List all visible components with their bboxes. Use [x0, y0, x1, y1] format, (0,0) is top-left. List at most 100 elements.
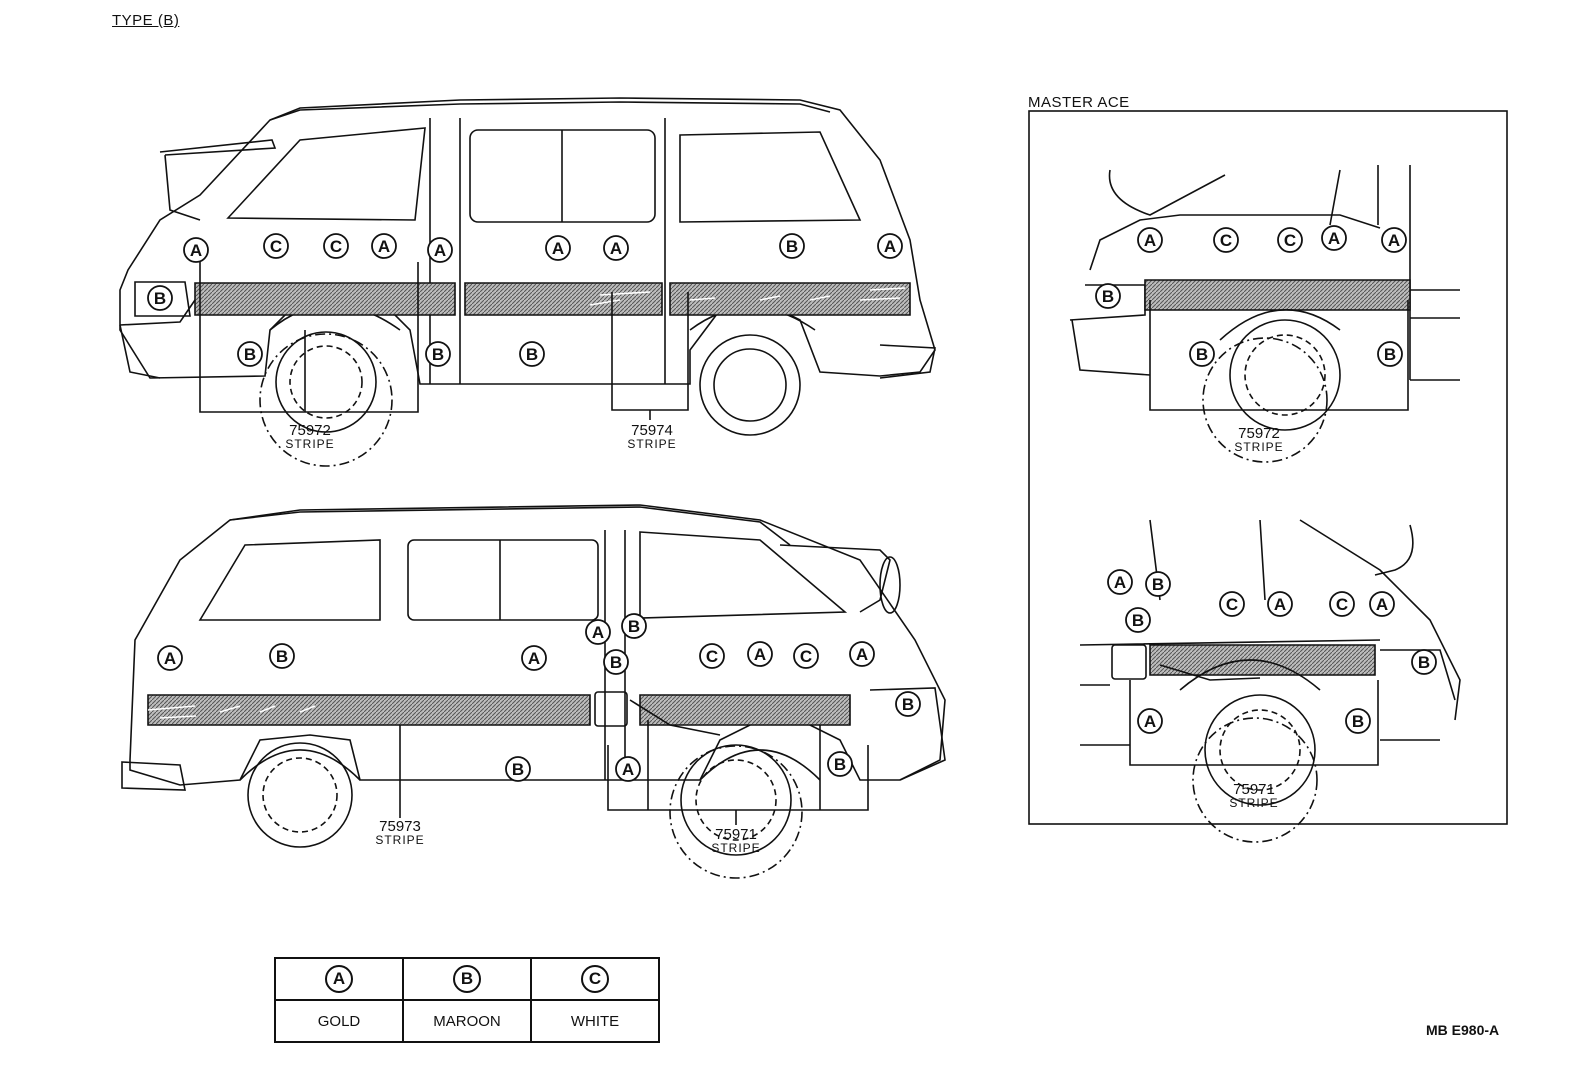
callout-circle-a [521, 645, 547, 671]
callout-circle-a [1381, 227, 1407, 253]
part-number: 75973 [379, 818, 421, 835]
callout-circle-c [323, 233, 349, 259]
callout-circle-b [827, 751, 853, 777]
inset-master-ace [1028, 110, 1508, 843]
callout-letter-a: A [1114, 573, 1126, 592]
callout-circle-a [157, 645, 183, 671]
callout-circle-a [371, 233, 397, 259]
callout-circle-b [505, 756, 531, 782]
callout-circle-b [1411, 649, 1437, 675]
part-label-75972-inset: 75972 STRIPE [1219, 426, 1299, 453]
legend-code-b: B [453, 965, 481, 993]
callout-circle-a [183, 237, 209, 263]
callout-letter-a: A [378, 237, 390, 256]
callout-letter-a: A [1388, 231, 1400, 250]
part-number: 75971 [1233, 781, 1275, 798]
van-left-side-view [119, 97, 936, 467]
callout-circle-b [895, 691, 921, 717]
callout-circle-c [1277, 227, 1303, 253]
callout-letter-b: B [1352, 712, 1364, 731]
callout-circle-a [1107, 569, 1133, 595]
callout-letter-b: B [628, 617, 640, 636]
callout-circle-a [427, 237, 453, 263]
legend-code-c: C [581, 965, 609, 993]
legend-color-white: WHITE [530, 999, 660, 1043]
part-name: STRIPE [711, 841, 761, 855]
callout-circle-b [1189, 341, 1215, 367]
callout-letter-b: B [276, 647, 288, 666]
callout-letter-b: B [512, 760, 524, 779]
callout-letter-b: B [1152, 575, 1164, 594]
callout-circle-a [747, 641, 773, 667]
part-name: STRIPE [1234, 440, 1284, 454]
callout-letter-c: C [706, 647, 718, 666]
callout-circle-c [1219, 591, 1245, 617]
callout-circle-a [1137, 708, 1163, 734]
callout-letter-b: B [526, 345, 538, 364]
callout-letter-a: A [754, 645, 766, 664]
legend-color-gold: GOLD [274, 999, 404, 1043]
callout-circle-a [585, 619, 611, 645]
callout-circle-a [1369, 591, 1395, 617]
callout-circle-b [425, 341, 451, 367]
part-name: STRIPE [375, 833, 425, 847]
callout-circle-b [147, 285, 173, 311]
callout-circle-c [793, 643, 819, 669]
callout-circle-a [849, 641, 875, 667]
part-name: STRIPE [285, 437, 335, 451]
callout-circle-b [519, 341, 545, 367]
callout-circle-b [1095, 283, 1121, 309]
callout-circle-b [603, 649, 629, 675]
part-number: 75972 [289, 422, 331, 439]
callout-letter-b: B [154, 289, 166, 308]
callout-circle-a [1321, 225, 1347, 251]
part-label-75971-inset: 75971 STRIPE [1214, 782, 1294, 809]
callout-letter-c: C [270, 237, 282, 256]
callout-letter-c: C [1220, 231, 1232, 250]
callout-letter-b: B [610, 653, 622, 672]
callout-letter-b: B [244, 345, 256, 364]
callout-letter-a: A [622, 760, 634, 779]
part-label-75973: 75973 STRIPE [360, 819, 440, 846]
callout-circle-b [269, 643, 295, 669]
callout-letter-a: A [1274, 595, 1286, 614]
page-title: TYPE (B) [112, 12, 180, 29]
callout-letter-b: B [1418, 653, 1430, 672]
legend-color-maroon: MAROON [402, 999, 532, 1043]
callout-letter-b: B [1102, 287, 1114, 306]
legend-code-cell: A [274, 957, 404, 1001]
callout-circle-b [1125, 607, 1151, 633]
callout-circle-b [1145, 571, 1171, 597]
part-name: STRIPE [1229, 796, 1279, 810]
part-label-75972-main: 75972 STRIPE [270, 423, 350, 450]
part-number: 75971 [715, 826, 757, 843]
callout-circle-b [1377, 341, 1403, 367]
callout-circle-a [545, 235, 571, 261]
callout-letter-a: A [1376, 595, 1388, 614]
color-legend-table: A B C GOLD MAROON WHITE [274, 957, 660, 1043]
callout-circle-b [779, 233, 805, 259]
callout-circle-a [877, 233, 903, 259]
legend-code-row: A B C [274, 957, 660, 1001]
callout-circle-c [1213, 227, 1239, 253]
callout-letter-b: B [1196, 345, 1208, 364]
callout-letter-b: B [1384, 345, 1396, 364]
callout-circle-c [699, 643, 725, 669]
callout-circle-b [621, 613, 647, 639]
document-id: MB E980-A [1426, 1022, 1500, 1038]
legend-color-row: GOLD MAROON WHITE [274, 999, 660, 1043]
callout-circle-b [1345, 708, 1371, 734]
inset-title: MASTER ACE [1028, 94, 1130, 111]
legend-code-cell: B [402, 957, 532, 1001]
callout-letter-a: A [1144, 231, 1156, 250]
callout-circle-a [603, 235, 629, 261]
callout-circle-c [1329, 591, 1355, 617]
callout-letter-c: C [1226, 595, 1238, 614]
callout-letter-c: C [800, 647, 812, 666]
callout-letter-a: A [1144, 712, 1156, 731]
callout-letter-a: A [528, 649, 540, 668]
callout-letter-a: A [434, 241, 446, 260]
callout-circle-a [1267, 591, 1293, 617]
